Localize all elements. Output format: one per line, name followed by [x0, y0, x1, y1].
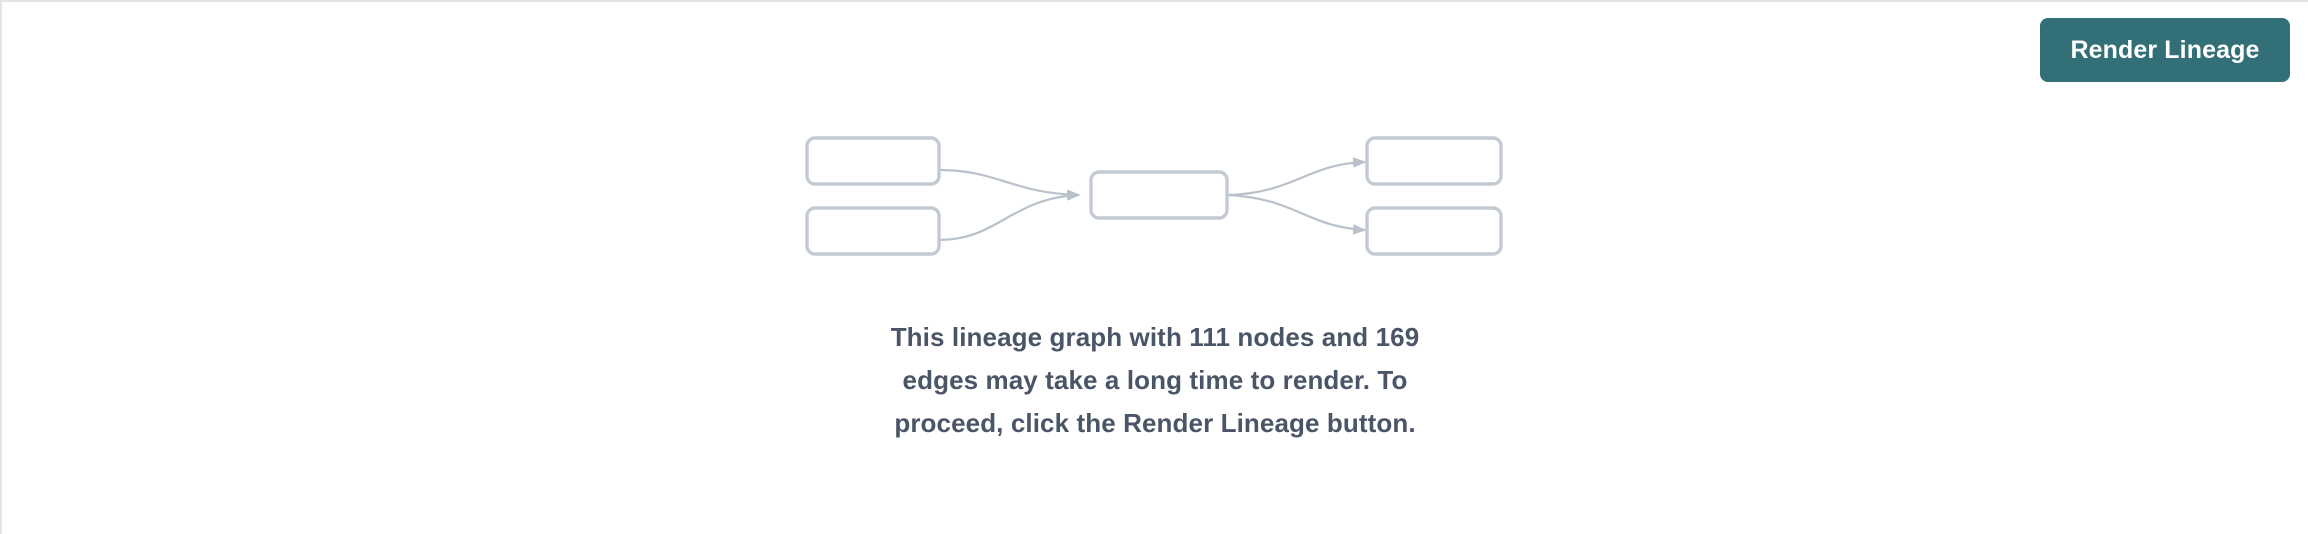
lineage-node-upstream-2	[805, 206, 941, 256]
lineage-placeholder-graphic	[805, 136, 1503, 256]
edge-upstream-2-to-focus	[938, 190, 1081, 242]
edge-focus-to-downstream-1	[1226, 157, 1367, 197]
edge-upstream-1-to-focus	[938, 168, 1081, 200]
lineage-edges	[938, 157, 1367, 242]
lineage-warning-message: This lineage graph with 111 nodes and 16…	[890, 322, 1420, 438]
lineage-node-upstream-1	[805, 136, 941, 186]
lineage-node-focus	[1089, 170, 1229, 220]
lineage-node-downstream-2	[1365, 206, 1503, 256]
lineage-nodes	[805, 136, 1503, 256]
edge-focus-to-downstream-2	[1226, 193, 1367, 235]
render-lineage-button[interactable]: Render Lineage	[2040, 18, 2290, 82]
lineage-toolbar: Render Lineage	[2, 2, 2308, 106]
lineage-node-downstream-1	[1365, 136, 1503, 186]
